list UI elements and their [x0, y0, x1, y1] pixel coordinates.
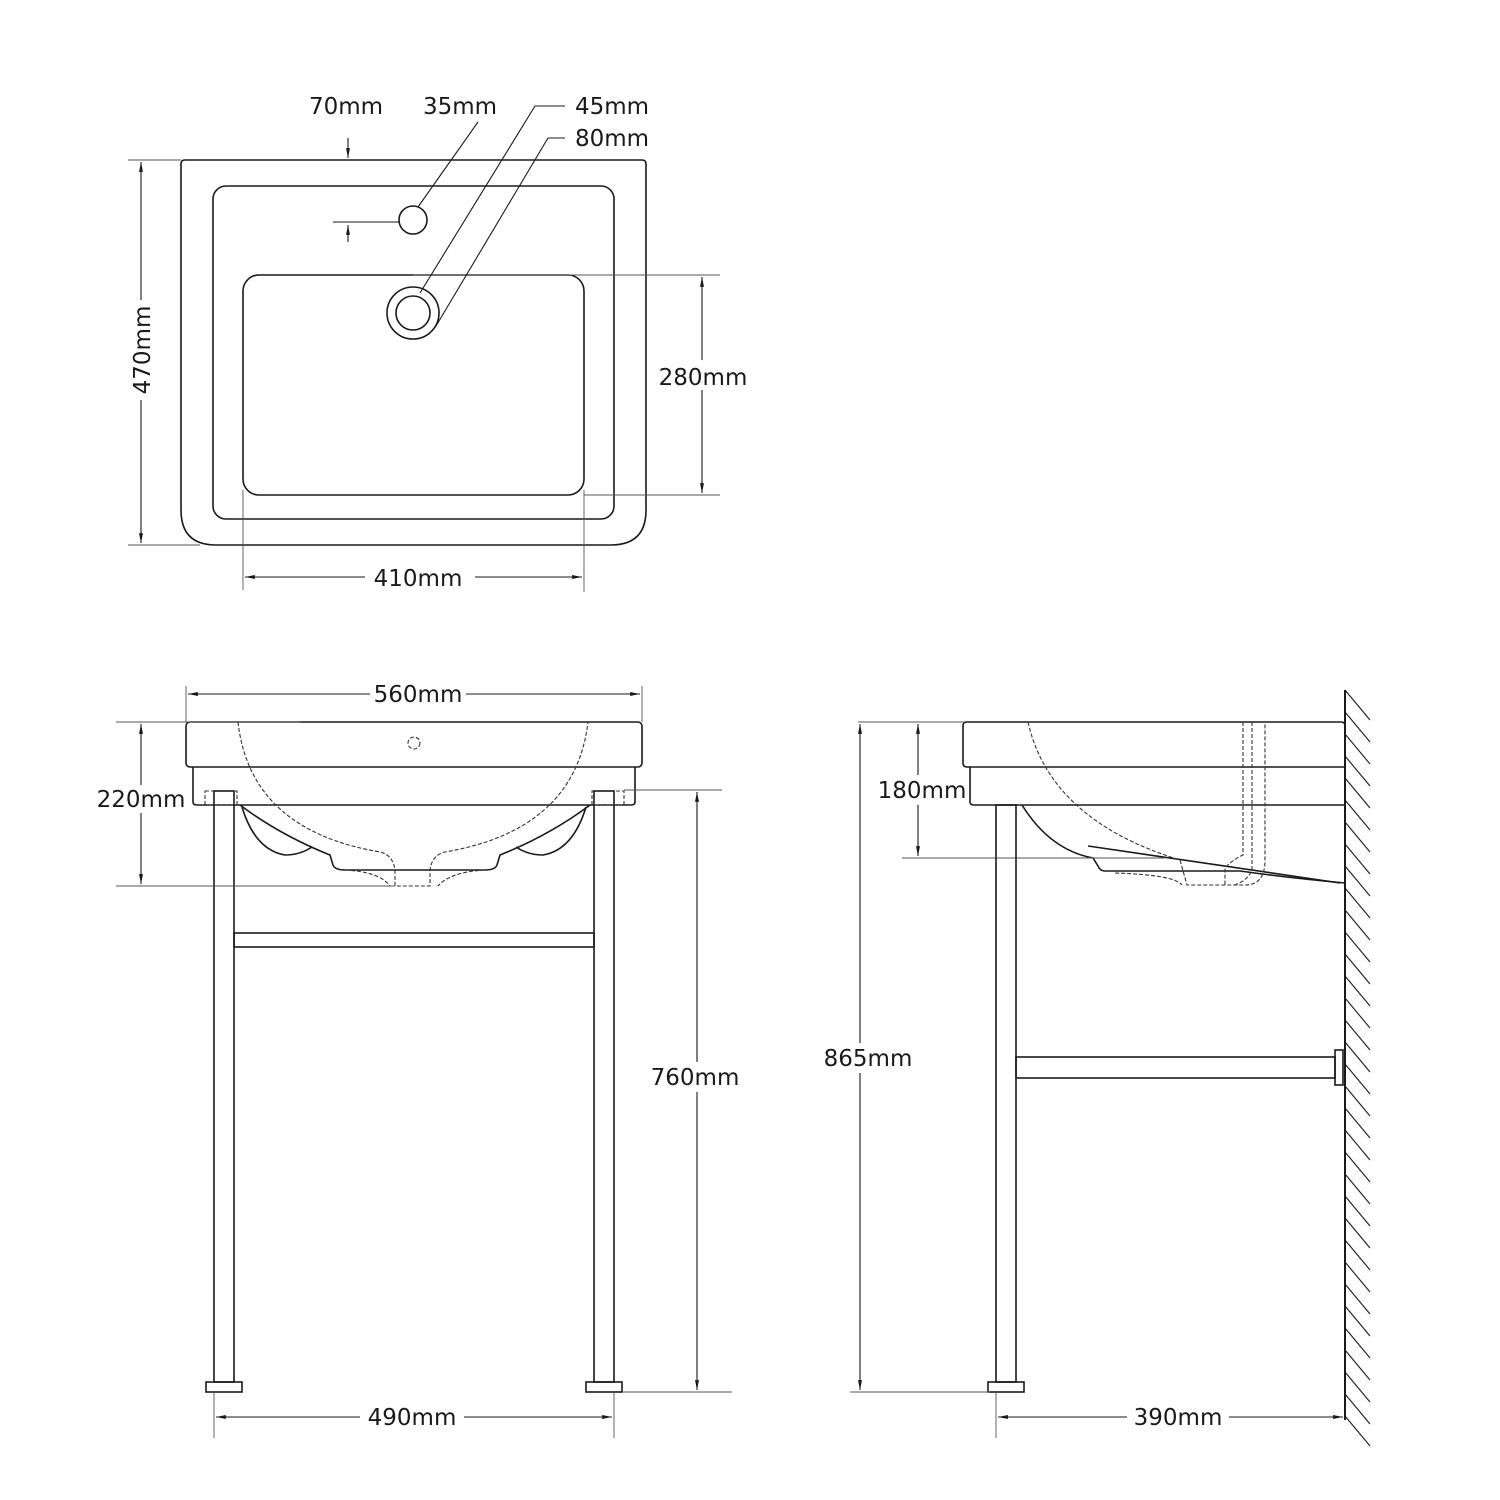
hatch-line — [1344, 1085, 1371, 1117]
hatch-line — [1344, 997, 1371, 1029]
hatch-line — [1344, 1129, 1371, 1161]
dim-280: 280mm — [659, 365, 748, 391]
wall-hatching — [1344, 689, 1371, 1447]
side-crossbar — [1015, 1056, 1336, 1079]
hatch-line — [1344, 1041, 1371, 1073]
hatch-line — [1344, 1283, 1371, 1315]
hatch-line — [1344, 1063, 1371, 1095]
front-bowl — [239, 804, 591, 871]
hatch-line — [1344, 1393, 1371, 1425]
hatch-line — [1344, 777, 1371, 809]
dim-490: 490mm — [368, 1405, 457, 1431]
hatch-line — [1344, 1261, 1371, 1293]
dim-35: 35mm — [423, 94, 497, 120]
side-view: 180mm 865mm 390mm — [820, 689, 1371, 1447]
front-top-slab — [185, 721, 643, 768]
hatch-line — [1344, 1173, 1371, 1205]
hatch-line — [1344, 843, 1371, 875]
dim-180: 180mm — [878, 778, 967, 804]
top-view: 470mm 280mm 410mm 70mm 35mm 45mm 80mm — [128, 94, 750, 592]
side-leg — [995, 804, 1017, 1383]
hatch-line — [1344, 1195, 1371, 1227]
hatch-line — [1344, 1415, 1371, 1447]
hatch-line — [1344, 931, 1371, 963]
hatch-line — [1344, 1217, 1371, 1249]
hatch-line — [1344, 1305, 1371, 1337]
front-crossbar — [233, 932, 595, 948]
side-top-slab — [962, 721, 1346, 768]
hatch-line — [1344, 733, 1371, 765]
waste-outer — [386, 286, 440, 340]
front-right-leg — [593, 790, 615, 1383]
hatch-line — [1344, 1349, 1371, 1381]
dim-390: 390mm — [1134, 1405, 1223, 1431]
dim-410: 410mm — [374, 566, 463, 592]
basin-bowl — [242, 274, 585, 496]
front-right-foot — [585, 1381, 623, 1393]
basin-outline — [180, 159, 647, 546]
hatch-line — [1344, 1327, 1371, 1359]
hatch-line — [1344, 1107, 1371, 1139]
hatch-line — [1344, 887, 1371, 919]
tap-hole — [398, 205, 428, 235]
hatch-line — [1344, 1371, 1371, 1403]
dim-560: 560mm — [374, 682, 463, 708]
dim-70: 70mm — [309, 94, 383, 120]
dim-470: 470mm — [130, 306, 156, 395]
hatch-line — [1344, 975, 1371, 1007]
dim-45: 45mm — [575, 94, 649, 120]
front-left-leg — [213, 790, 235, 1383]
hatch-line — [1344, 799, 1371, 831]
dim-865: 865mm — [824, 1046, 913, 1072]
hatch-line — [1344, 755, 1371, 787]
hatch-line — [1344, 865, 1371, 897]
front-left-foot — [205, 1381, 243, 1393]
hatch-line — [1344, 953, 1371, 985]
hatch-line — [1344, 711, 1371, 743]
hatch-line — [1344, 1239, 1371, 1271]
dim-220: 220mm — [97, 787, 186, 813]
wall-bracket — [1334, 1049, 1344, 1086]
front-view: 560mm 220mm 760mm 490mm — [94, 680, 743, 1438]
hatch-line — [1344, 689, 1371, 721]
dim-80: 80mm — [575, 126, 649, 152]
hatch-line — [1344, 1019, 1371, 1051]
hatch-line — [1344, 821, 1371, 853]
basin-rim — [212, 185, 615, 520]
hatch-line — [1344, 909, 1371, 941]
side-foot — [987, 1381, 1025, 1393]
waste-inner — [395, 295, 431, 331]
dim-760: 760mm — [651, 1065, 740, 1091]
hatch-line — [1344, 1151, 1371, 1183]
